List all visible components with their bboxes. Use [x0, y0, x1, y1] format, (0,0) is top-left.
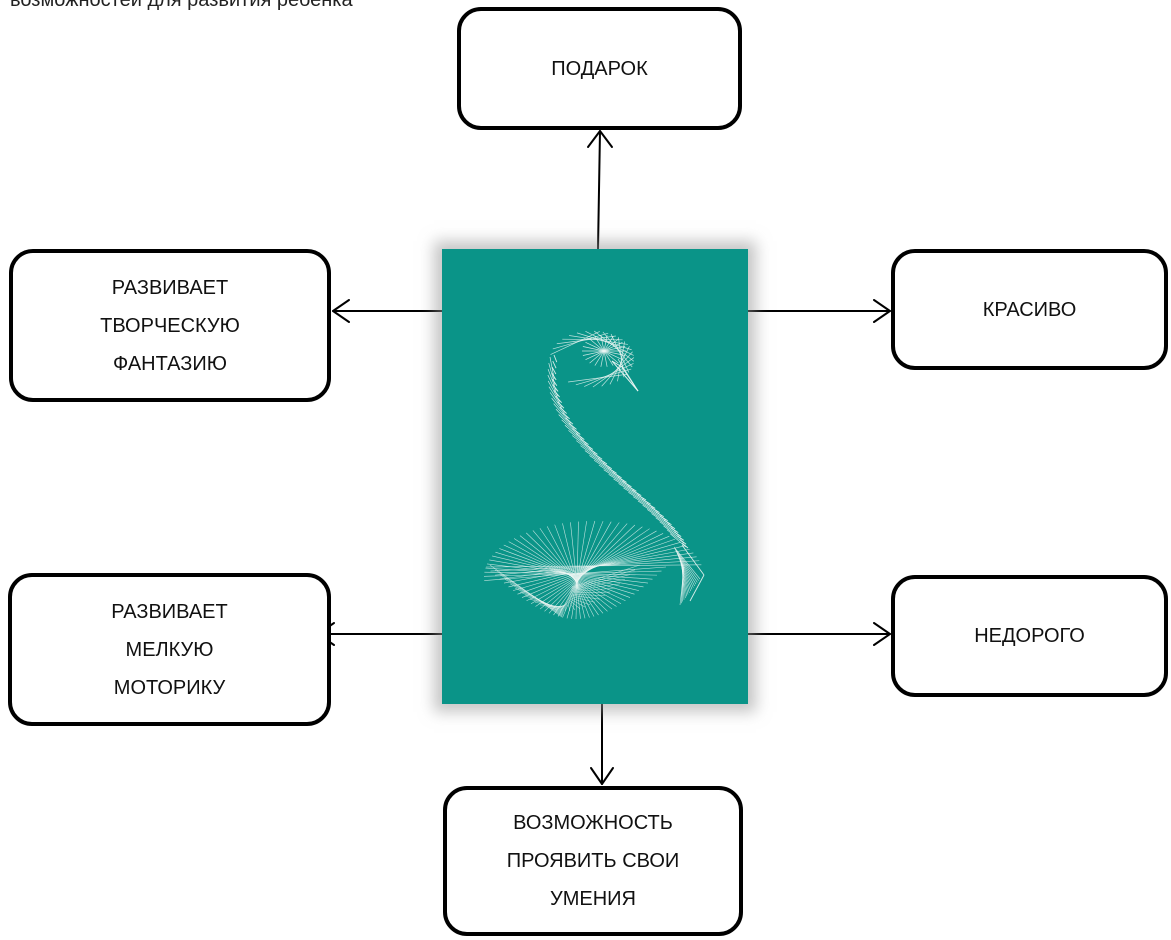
- box-show-skills: ВОЗМОЖНОСТЬ ПРОЯВИТЬ СВОИ УМЕНИЯ: [443, 786, 743, 936]
- box-creative-fantasy: РАЗВИВАЕТ ТВОРЧЕСКУЮ ФАНТАЗИЮ: [9, 249, 331, 402]
- box-skills-line-2: ПРОЯВИТЬ СВОИ: [506, 850, 680, 872]
- box-creative-line-2: ТВОРЧЕСКУЮ: [100, 314, 240, 337]
- box-motor-line-1: РАЗВИВАЕТ: [111, 600, 228, 623]
- swan-string-art-card: [442, 249, 748, 704]
- box-motor-line-2: МЕЛКУЮ: [125, 638, 214, 661]
- box-creative-line-3: ФАНТАЗИЮ: [113, 352, 227, 375]
- box-skills-line-1: ВОЗМОЖНОСТЬ: [513, 812, 673, 834]
- arrowhead-top: [587, 130, 613, 148]
- box-skills-line-3: УМЕНИЯ: [550, 888, 636, 910]
- box-gift: ПОДАРОК: [457, 7, 742, 130]
- box-fine-motor: РАЗВИВАЕТ МЕЛКУЮ МОТОРИКУ: [8, 573, 331, 726]
- box-beautiful-line-1: КРАСИВО: [982, 298, 1077, 321]
- box-beautiful: КРАСИВО: [891, 249, 1168, 370]
- arrowhead-right-upper: [873, 299, 891, 323]
- arrowhead-right-lower: [873, 622, 891, 646]
- swan-string-art-image: [483, 330, 705, 620]
- box-motor-line-3: МОТОРИКУ: [113, 676, 226, 699]
- cropped-header-text: возможностей для развития ребенка: [10, 0, 353, 11]
- arrowhead-left-upper: [332, 299, 350, 323]
- box-creative-line-1: РАЗВИВАЕТ: [111, 276, 229, 299]
- box-inexpensive-line-1: НЕДОРОГО: [974, 625, 1085, 647]
- arrow-to-top: [597, 130, 601, 250]
- box-gift-line-1: ПОДАРОК: [551, 57, 648, 80]
- box-inexpensive: НЕДОРОГО: [891, 575, 1168, 697]
- arrowhead-bottom: [590, 767, 614, 785]
